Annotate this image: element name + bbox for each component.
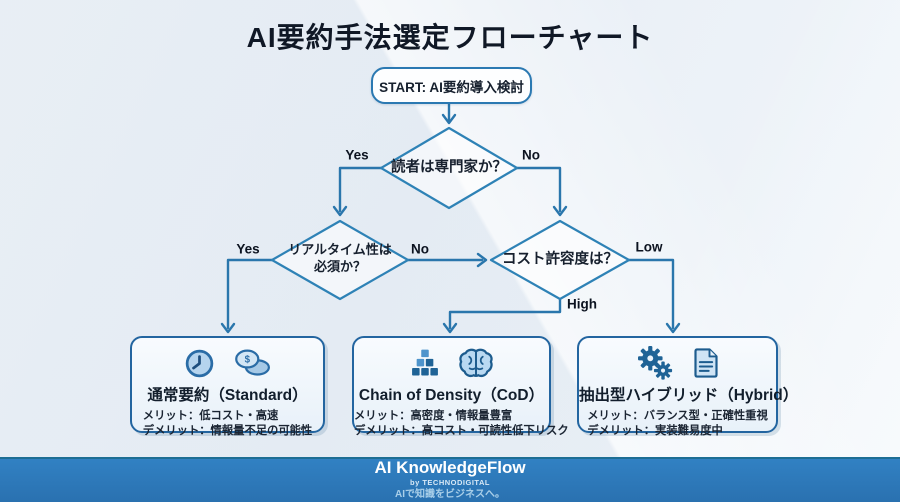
arrow-down-icon [220,322,236,334]
merit-line: メリット：高密度・情報量豊富 [354,410,513,422]
document-icon [693,348,718,378]
start-node: START: AI要約導入検討 [371,67,532,104]
brain-icon [458,348,493,377]
brand-byline: by TECHNODIGITAL [410,477,490,487]
arrow-down-icon [442,322,458,334]
result-box-standard-lines: メリット：低コスト・高速 デメリット：情報量不足の可能性 [143,409,312,439]
connector-cost-low [627,258,675,330]
gears-icon [637,346,672,380]
result-box-hybrid-title: 抽出型ハイブリッド（Hybrid） [579,387,799,404]
decision-reader-expert-text: 読者は専門家か？ [391,159,507,176]
brand-name: AI KnowledgeFlow [374,458,526,478]
dollar-glyph: $ [245,355,251,366]
arrow-right-icon [476,252,488,268]
result-box-hybrid: 抽出型ハイブリッド（Hybrid） メリット：バランス型・正確性重視 デメリット… [577,336,799,437]
result-box-cod-title: Chain of Density（CoD） [358,387,545,404]
connector-realtime-yes [226,258,274,330]
edge-label-realtime-yes: Yes [236,241,260,257]
merit-line: メリット：バランス型・正確性重視 [587,410,768,422]
blocks-icon [411,349,438,376]
edge-label-expert-yes: Yes [345,147,369,163]
decision-realtime-line1: リアルタイム性は [288,242,392,258]
decision-diamond-realtime [270,219,410,301]
connector-expert-no [515,166,562,213]
decision-diamond-expert [379,126,519,210]
result-box-hybrid-icons [579,345,776,381]
edge-label-cost-high: High [567,296,597,312]
demerit-line: デメリット：高コスト・可読性低下リスク [354,424,569,437]
decision-diamond-cost [489,219,631,301]
start-node-label: START: AI要約導入検討 [379,79,524,95]
arrow-down-icon [665,322,681,334]
result-box-standard-title: 通常要約（Standard） [147,387,308,404]
connector-expert-yes [338,166,383,213]
demerit-line: デメリット：実装難易度中 [587,424,723,437]
edge-label-expert-no: No [522,147,540,163]
page-title: AI要約手法選定フローチャート [246,22,654,53]
result-box-hybrid-lines: メリット：バランス型・正確性重視 デメリット：実装難易度中 [587,409,768,439]
result-box-cod-lines: メリット：高密度・情報量豊富 デメリット：高コスト・可読性低下リスク [354,409,569,439]
brand-tagline: AIで知識をビジネスへ。 [395,488,505,500]
decision-realtime-text: リアルタイム性は 必須か？ [288,242,392,276]
decision-realtime-line2: 必須か？ [313,259,366,274]
footer-brand-bar: AI KnowledgeFlow by TECHNODIGITAL AIで知識を… [0,457,900,502]
arrow-down-icon [332,205,348,217]
result-box-standard: $ 通常要約（Standard） メリット：低コスト・高速 デメリット：情報量不… [130,336,325,437]
coins-icon: $ [235,349,270,376]
clock-icon [185,349,214,377]
decision-cost-text: コスト許容度は？ [502,251,618,268]
arrow-down-icon [441,113,457,125]
merit-line: メリット：低コスト・高速 [142,410,279,422]
edge-label-cost-low: Low [635,239,663,255]
arrow-down-icon [552,205,568,217]
edge-label-realtime-no: No [411,241,429,257]
result-box-cod-icons [354,345,549,381]
demerit-line: デメリット：情報量不足の可能性 [142,424,313,437]
result-box-standard-icons: $ [132,345,323,381]
connector-cost-high [448,297,562,330]
result-box-cod: Chain of Density（CoD） メリット：高密度・情報量豊富 デメリ… [352,336,569,437]
